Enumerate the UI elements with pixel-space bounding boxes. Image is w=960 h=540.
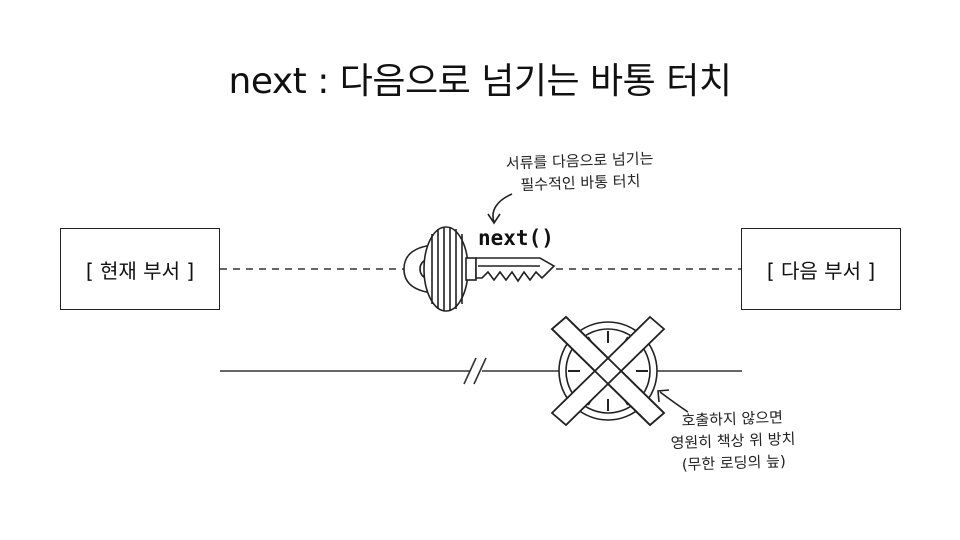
- page-title: next : 다음으로 넘기는 바통 터치: [228, 61, 732, 102]
- line-break-icon: [463, 357, 487, 385]
- annotation-top: 서류를 다음으로 넘기는 필수적인 바통 터치: [489, 147, 670, 197]
- next-department-label: [ 다음 부서 ]: [766, 258, 876, 283]
- annotation-arrow-top: [492, 193, 513, 223]
- current-department-box: [ 현재 부서 ]: [60, 228, 220, 310]
- key-icon: [403, 226, 556, 312]
- next-function-label: next(): [478, 226, 554, 250]
- annotation-bottom: 호출하지 않으면 영원히 책상 위 방치 (무한 로딩의 늪): [657, 405, 809, 476]
- cross-mark-icon: [550, 315, 666, 427]
- annotation-arrow-bottom: [659, 391, 689, 413]
- current-department-label: [ 현재 부서 ]: [85, 258, 195, 283]
- next-department-box: [ 다음 부서 ]: [741, 228, 901, 310]
